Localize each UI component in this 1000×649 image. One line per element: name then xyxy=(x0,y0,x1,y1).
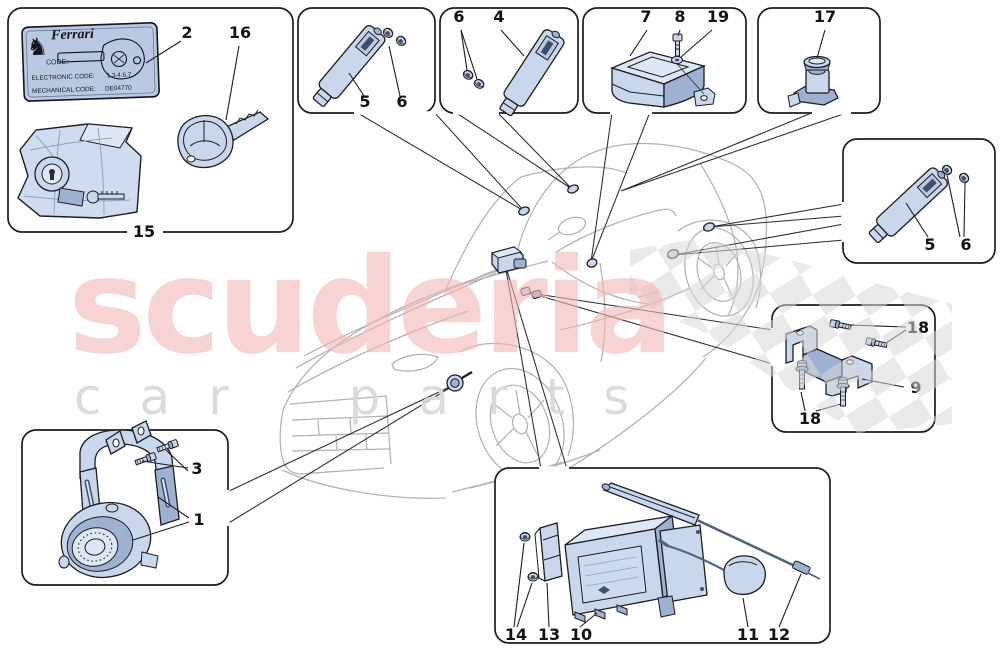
box-antenna-b: 6 4 xyxy=(439,7,579,120)
callout-8: 8 xyxy=(674,7,685,26)
callout-15: 15 xyxy=(133,222,155,241)
box-siren: 3 1 xyxy=(21,420,230,586)
callout-10: 10 xyxy=(570,625,592,644)
card-brand: Ferrari xyxy=(50,27,94,44)
callout-1: 1 xyxy=(193,510,204,529)
callout-11: 11 xyxy=(737,625,759,644)
remote-key xyxy=(177,109,270,169)
callout-5r: 5 xyxy=(924,235,935,254)
card-key-outline xyxy=(57,38,145,80)
card-electronic-value: 1.3.4.6.7 xyxy=(106,72,132,80)
card-mechanical-value: DE04770 xyxy=(105,85,132,93)
callout-2: 2 xyxy=(181,23,192,42)
box-antenna-a: 5 6 xyxy=(297,7,436,115)
siren-bracket xyxy=(79,420,180,528)
brand-watermark: scuderia xyxy=(68,230,670,384)
card-electronic-label: ELECTRONIC CODE: xyxy=(31,73,95,82)
callout-5: 5 xyxy=(359,92,370,111)
alarm-ecu xyxy=(610,33,716,108)
callout-18b: 18 xyxy=(799,409,821,428)
key-code-card: ♞ Ferrari CODE: ELECTRONIC CODE: 1.3.4.6… xyxy=(21,22,160,102)
box-bonnet-switch: 17 xyxy=(757,7,881,115)
cowl-control-unit xyxy=(490,246,527,274)
callout-7: 7 xyxy=(640,7,651,26)
callout-13: 13 xyxy=(538,625,560,644)
parts-bag xyxy=(17,123,142,219)
clip-fasteners xyxy=(520,286,542,300)
dash-module-point xyxy=(586,258,598,268)
callout-12: 12 xyxy=(768,625,790,644)
front-fender-sensor xyxy=(446,370,473,392)
antenna-rod xyxy=(601,482,821,580)
windshield-antenna-left xyxy=(518,206,530,216)
ferrari-horse-icon: ♞ xyxy=(26,32,48,61)
box-key-kit: ♞ Ferrari CODE: ELECTRONIC CODE: 1.3.4.6… xyxy=(7,7,294,241)
ecu-bracket xyxy=(534,522,563,582)
callout-6: 6 xyxy=(396,92,407,111)
box-ecu-kit: 14 13 10 11 12 xyxy=(494,466,831,644)
callout-6r: 6 xyxy=(960,235,971,254)
alarm-siren xyxy=(58,501,159,579)
box-control-unit: 7 8 19 xyxy=(582,7,747,115)
tagline-watermark: car parts xyxy=(74,368,667,426)
callout-4: 4 xyxy=(493,7,504,26)
callout-16: 16 xyxy=(229,23,251,42)
card-code-label: CODE: xyxy=(46,59,68,67)
windshield-antenna-right xyxy=(567,184,579,194)
ecu-unit xyxy=(564,514,708,623)
card-mechanical-label: MECHANICAL CODE: xyxy=(32,86,96,95)
callout-3: 3 xyxy=(191,459,202,478)
callout-6b: 6 xyxy=(453,7,464,26)
gps-antenna xyxy=(658,538,766,596)
box-antenna-right: 5 6 xyxy=(841,138,996,264)
rear-quarter-antenna xyxy=(703,222,715,232)
callout-19: 19 xyxy=(707,7,729,26)
callout-14: 14 xyxy=(505,625,527,644)
bonnet-switch xyxy=(787,55,839,108)
callout-17: 17 xyxy=(814,7,836,26)
